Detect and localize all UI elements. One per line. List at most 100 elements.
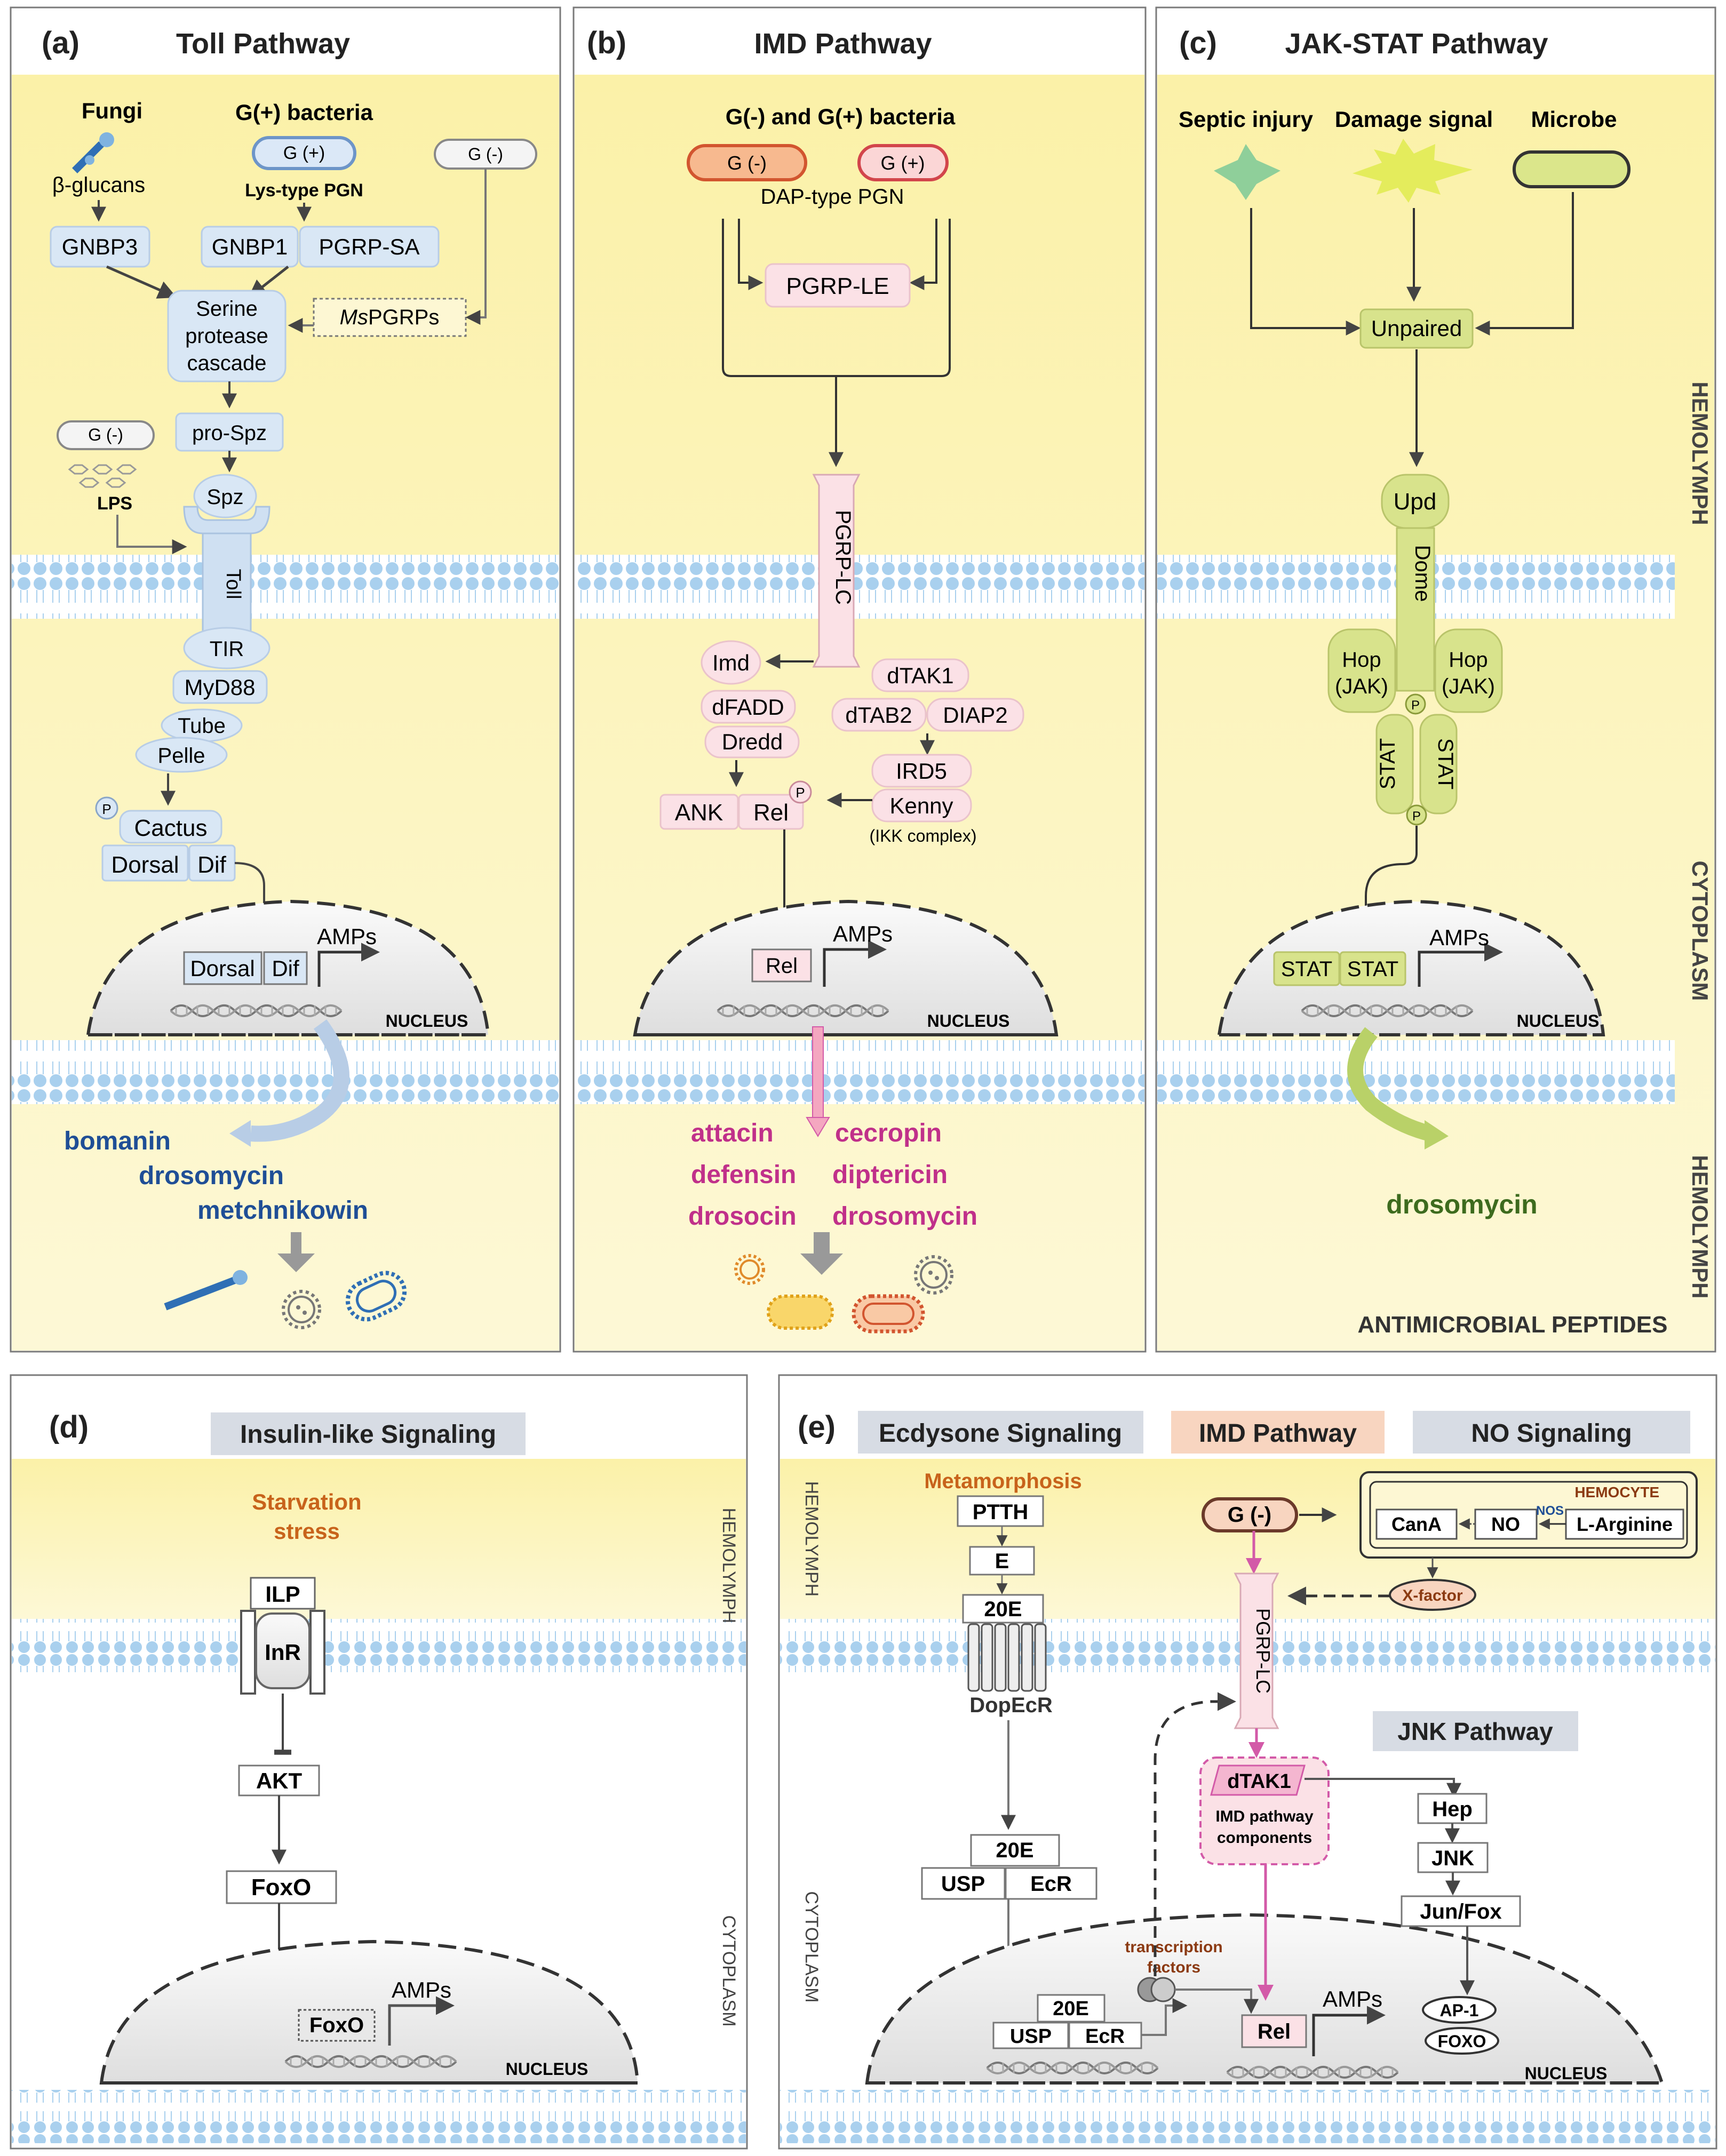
nucleus-c-label: NUCLEUS xyxy=(1517,1011,1600,1031)
inr-label: InR xyxy=(265,1640,301,1665)
membrane-b-bottom xyxy=(575,1040,1144,1104)
pgrp-le-label: PGRP-LE xyxy=(786,273,889,299)
dap-pgn-label: DAP-type PGN xyxy=(761,185,904,209)
gpos-cell-b xyxy=(857,144,949,181)
jnk-title-bg xyxy=(1373,1711,1578,1751)
dorsal-label: Dorsal xyxy=(111,852,179,878)
beta-glucans-label: β-glucans xyxy=(52,173,145,197)
phospho-b xyxy=(789,780,812,804)
membrane-d-top xyxy=(12,1619,746,1672)
ank-box xyxy=(659,794,739,830)
amps-d-label: AMPs xyxy=(392,1977,451,2002)
export-arrow-a xyxy=(250,1019,349,1142)
stat-right xyxy=(1419,714,1458,815)
hop-left xyxy=(1327,628,1396,713)
damage-signal-icon xyxy=(1353,139,1473,203)
gpos-cell-label: G (+) xyxy=(283,143,325,163)
ird5-label: IRD5 xyxy=(896,758,947,784)
ikk-label: (IKK complex) xyxy=(870,826,977,845)
amps-c-label: AMPs xyxy=(1429,925,1489,950)
antimicrobial-peptides-label: ANTIMICROBIAL PEPTIDES xyxy=(1357,1312,1667,1338)
gnbp1-label: GNBP1 xyxy=(212,234,288,259)
unpaired-label: Unpaired xyxy=(1371,316,1462,341)
nos-label: NOS xyxy=(1536,1504,1564,1518)
no-box xyxy=(1474,1508,1538,1540)
spz-label: Spz xyxy=(207,485,244,509)
dome-label: Dome xyxy=(1411,545,1434,602)
gnbp1-box xyxy=(201,226,299,268)
tir-label: TIR xyxy=(210,637,244,661)
panel-c: (c) JAK-STAT Pathway Septic injury Damag… xyxy=(1155,6,1716,1353)
ap1-ellipse xyxy=(1422,1996,1497,2024)
ank-label: ANK xyxy=(675,800,723,826)
serine-line-3: cascade xyxy=(187,352,267,375)
dtab2-box xyxy=(831,698,927,732)
transcription-factor-icon xyxy=(1137,1977,1176,2002)
jnk-label: JNK xyxy=(1431,1847,1474,1870)
nucleus-b xyxy=(633,899,1059,1036)
membrane-a-bottom xyxy=(12,1040,559,1104)
nuc-foxo-label: FoxO xyxy=(309,2014,364,2037)
spz-ellipse xyxy=(193,474,257,518)
gneg-cell-a2 xyxy=(57,420,155,450)
phospho-c2-label: P xyxy=(1412,809,1421,824)
kenny-label: Kenny xyxy=(889,793,953,818)
foxo-label: FoxO xyxy=(251,1874,311,1901)
membrane-a-top xyxy=(12,555,559,619)
side-cytoplasm-d: CYTOPLASM xyxy=(719,1915,739,2026)
fungi-label: Fungi xyxy=(82,98,142,123)
phospho-b-label: P xyxy=(796,785,805,801)
septic-injury-icon xyxy=(1214,144,1280,200)
pgrp-sa-label: PGRP-SA xyxy=(319,234,419,259)
ilp-label: ILP xyxy=(265,1582,300,1607)
dtak1-box-b xyxy=(871,658,969,692)
gneg-cell-e-label: G (-) xyxy=(1228,1503,1271,1527)
imd-label: Imd xyxy=(712,650,750,675)
usp-box xyxy=(921,1867,1006,1900)
foxo-e-ellipse xyxy=(1425,2027,1499,2055)
nuc-stat-1 xyxy=(1273,951,1340,986)
side-cytoplasm-e: CYTOPLASM xyxy=(801,1891,822,2002)
phospho-a-label: P xyxy=(102,801,111,817)
toll-receptor xyxy=(202,532,252,636)
toll-receptor-cup xyxy=(183,506,271,534)
lps-hexagons xyxy=(68,464,137,488)
bacterium-icon-b1 xyxy=(767,1295,834,1330)
membrane-d-bottom xyxy=(12,2090,746,2143)
fungi-icon xyxy=(72,132,114,173)
gneg-cell-b xyxy=(687,144,807,181)
dif-label: Dif xyxy=(197,852,227,878)
mspgrps-label: MsPGRPs xyxy=(340,306,440,329)
nuc-usp-box xyxy=(992,2022,1069,2049)
amp-drosomycin-c: drosomycin xyxy=(1386,1189,1537,1219)
amp-drosomycin-a: drosomycin xyxy=(139,1162,284,1190)
starvation-line-2: stress xyxy=(274,1519,340,1544)
ptth-box xyxy=(957,1495,1044,1527)
mspgrps-box xyxy=(313,298,467,337)
pelle-ellipse xyxy=(135,737,228,773)
dredd-box xyxy=(704,725,800,758)
tir-ellipse xyxy=(183,627,271,669)
junfox-label: Jun/Fox xyxy=(1420,1900,1501,1923)
membrane-b-top xyxy=(575,555,1144,619)
nuc-rel-label: Rel xyxy=(766,954,798,978)
export-arrow-b xyxy=(812,1026,824,1121)
x-factor-label: X-factor xyxy=(1402,1587,1463,1604)
panel-c-title: JAK-STAT Pathway xyxy=(1285,28,1548,60)
dredd-label: Dredd xyxy=(722,729,783,754)
fungi-icon-bottom xyxy=(164,1270,248,1311)
microbe-icon-b1 xyxy=(734,1254,765,1285)
amp-attacin: attacin xyxy=(691,1119,774,1147)
nuc-rel-e-label: Rel xyxy=(1258,2020,1291,2043)
gnbp3-label: GNBP3 xyxy=(62,234,138,259)
down-arrow-a xyxy=(277,1232,315,1272)
gpos-cell-b-label: G (+) xyxy=(880,152,925,174)
bacterium-icon-a xyxy=(345,1271,407,1322)
hep-label: Hep xyxy=(1432,1798,1473,1821)
imd-ellipse xyxy=(701,640,761,685)
rel-label-b: Rel xyxy=(753,800,789,826)
side-hemolymph-d: HEMOLYMPH xyxy=(719,1508,739,1624)
ap1-label: AP-1 xyxy=(1440,2001,1479,2020)
ecdysone-title-bg xyxy=(858,1411,1143,1454)
